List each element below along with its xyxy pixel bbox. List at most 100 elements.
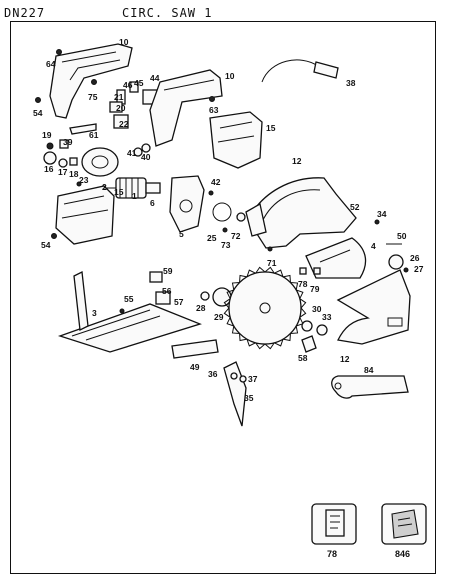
manual-box (311, 503, 357, 545)
label-44: 44 (150, 73, 160, 83)
label-29: 29 (214, 312, 224, 322)
motor-housing-top (209, 111, 263, 169)
label-41: 41 (127, 148, 137, 158)
label-17: 17 (58, 167, 68, 177)
blade-tooth (296, 317, 304, 327)
label-45: 45 (134, 78, 144, 88)
bolt-33 (316, 324, 328, 336)
screw-55 (119, 308, 125, 314)
label-52: 52 (350, 202, 360, 212)
part-78-small (299, 267, 307, 275)
label-18: 18 (69, 169, 79, 179)
base-plate (57, 271, 202, 353)
lower-guard (305, 237, 367, 279)
rip-fence (171, 339, 219, 359)
label-5: 5 (179, 229, 184, 239)
screw-34 (374, 219, 380, 225)
screw-23 (76, 181, 82, 187)
blade-tooth (282, 333, 291, 342)
ring-72 (236, 212, 246, 222)
label-79: 79 (310, 284, 320, 294)
label-4: 4 (371, 241, 376, 251)
label-59: 59 (163, 266, 173, 276)
screw-63 (209, 96, 215, 102)
label-3: 3 (92, 308, 97, 318)
gear-housing (55, 185, 115, 245)
screw-54-top (35, 97, 41, 103)
label-37: 37 (248, 374, 258, 384)
handle-left-part (49, 43, 133, 119)
washer-28 (200, 291, 210, 301)
label-58: 58 (298, 353, 308, 363)
washer-19 (46, 142, 54, 150)
label-35: 35 (244, 393, 254, 403)
blade-tooth (264, 266, 275, 274)
flange-26 (388, 254, 404, 270)
blade-tooth (239, 274, 248, 283)
screw-42 (208, 190, 214, 196)
diagram-frame (10, 21, 436, 574)
label-75: 75 (88, 92, 98, 102)
label-36: 36 (208, 369, 218, 379)
label-22: 22 (119, 119, 129, 129)
label-10-upper: 10 (225, 71, 235, 81)
label-23: 23 (79, 175, 89, 185)
label-61: 61 (89, 130, 99, 140)
clip-18 (69, 157, 78, 166)
blade-tooth (264, 342, 275, 350)
label-16: 16 (44, 164, 54, 174)
kit-number-label: 846 (395, 549, 410, 559)
label-2: 2 (102, 182, 107, 192)
screw-64 (56, 49, 62, 55)
label-40: 40 (141, 152, 151, 162)
ring-17 (58, 158, 68, 168)
part-79 (313, 267, 321, 275)
label-56: 56 (162, 286, 172, 296)
label-54-top: 54 (33, 108, 43, 118)
upper-blade-guard (245, 177, 357, 249)
screw-71 (267, 246, 273, 252)
bearing-25 (212, 202, 232, 222)
blade-tooth (290, 282, 299, 291)
label-63: 63 (209, 105, 219, 115)
bearing-16 (43, 151, 57, 165)
label-15-gear: 15 (114, 187, 124, 197)
blade-tooth (290, 325, 299, 334)
wrench (331, 375, 409, 399)
bracket-61 (69, 123, 97, 135)
manual-number-label: 78 (327, 549, 337, 559)
label-49: 49 (190, 362, 200, 372)
flange-29 (212, 287, 232, 307)
riving-knife (223, 361, 247, 427)
power-plug (313, 61, 339, 79)
part-39 (59, 139, 69, 149)
label-20: 20 (116, 103, 126, 113)
blade-tooth (274, 339, 284, 347)
label-1: 1 (132, 191, 137, 201)
brush-41 (133, 147, 143, 157)
blade-tooth (246, 269, 256, 277)
blade-tooth (226, 317, 234, 327)
blade-tooth (231, 325, 240, 334)
model-number: DN227 (4, 6, 46, 20)
blade-tooth (246, 339, 256, 347)
blade-tooth (255, 342, 266, 350)
label-55: 55 (124, 294, 134, 304)
blade-tooth (223, 298, 231, 309)
diagram-title: CIRC. SAW 1 (122, 6, 213, 20)
label-38: 38 (346, 78, 356, 88)
blade-tooth (299, 307, 307, 318)
lower-guard-cover (336, 269, 411, 345)
label-57: 57 (174, 297, 184, 307)
label-42: 42 (211, 177, 221, 187)
label-33: 33 (322, 312, 332, 322)
label-26: 26 (410, 253, 420, 263)
label-64: 64 (46, 59, 56, 69)
label-78-part: 78 (298, 279, 308, 289)
label-34: 34 (377, 209, 387, 219)
washer-30 (301, 320, 313, 332)
armature (104, 177, 161, 199)
label-27: 27 (414, 264, 424, 274)
brush-40 (141, 143, 151, 153)
